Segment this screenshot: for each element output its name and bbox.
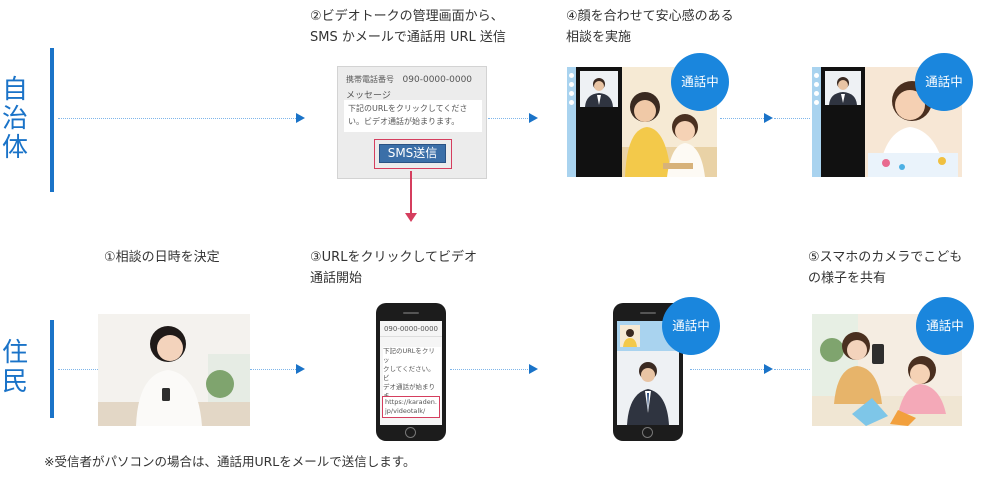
lane-label-municipality: 自治体 xyxy=(2,75,29,163)
connector-bottom-1 xyxy=(250,369,298,370)
phone-number-value: 090-0000-0000 xyxy=(402,75,473,85)
pc-side-dot[interactable] xyxy=(814,82,819,87)
connector-top-2 xyxy=(488,118,532,119)
connector-top-4 xyxy=(774,118,810,119)
smartphone-video-call xyxy=(613,303,683,441)
phone-speaker xyxy=(640,312,656,314)
connector-top-1 xyxy=(58,118,298,119)
pc-sidebar xyxy=(812,67,821,177)
phone-home-button[interactable] xyxy=(642,427,653,438)
connector-arrow-top-1 xyxy=(296,113,305,123)
in-call-badge: 通話中 xyxy=(671,53,729,111)
sms-send-button-highlight: SMS送信 xyxy=(374,139,452,169)
in-call-badge: 通話中 xyxy=(916,297,974,355)
family-sharing-photo xyxy=(812,314,962,426)
pc-side-dot[interactable] xyxy=(569,82,574,87)
in-call-badge: 通話中 xyxy=(662,297,720,355)
footnote: ※受信者がパソコンの場合は、通話用URLをメールで送信します。 xyxy=(44,454,416,469)
pc-side-dot[interactable] xyxy=(814,73,819,78)
message-label: メッセージ xyxy=(346,91,391,101)
sms-admin-panel: 携帯電話番号 090-0000-0000 メッセージ 下記のURLをクリックして… xyxy=(337,66,487,179)
staff-video-feed xyxy=(576,67,622,177)
phone-speaker xyxy=(403,312,419,314)
connector-arrow-top-3 xyxy=(764,113,773,123)
step5-caption: ⑤スマホのカメラでこども の様子を共有 xyxy=(808,250,963,286)
sms-sender-number: 090-0000-0000 xyxy=(380,325,442,337)
connector-bottom-3 xyxy=(690,369,766,370)
connector-bottom-2 xyxy=(450,369,532,370)
pc-video-call-screen-2 xyxy=(812,67,962,177)
message-textarea[interactable]: 下記のURLをクリックしてくださ い。ビデオ通話が始まります。 xyxy=(344,100,482,132)
sms-url-link[interactable]: https://karaden. jp/videotalk/ xyxy=(382,396,440,418)
send-down-arrow-line xyxy=(410,171,412,215)
sms-send-button[interactable]: SMS送信 xyxy=(379,144,446,163)
pc-sidebar xyxy=(567,67,576,177)
pc-side-dot[interactable] xyxy=(569,73,574,78)
in-call-badge: 通話中 xyxy=(915,53,973,111)
step2-caption: ②ビデオトークの管理画面から、 SMS かメールで通話用 URL 送信 xyxy=(310,9,506,45)
pc-camera-panel xyxy=(821,67,865,177)
pc-side-dot[interactable] xyxy=(569,100,574,105)
phone-number-label: 携帯電話番号 xyxy=(346,75,394,84)
connector-top-3 xyxy=(720,118,766,119)
phone-screen: 090-0000-0000 下記のURLをクリッ クしてください。ビ デオ通話が… xyxy=(380,321,442,425)
phone-number-row: 携帯電話番号 090-0000-0000 xyxy=(346,74,472,85)
pc-side-dot[interactable] xyxy=(814,100,819,105)
send-down-arrow-head xyxy=(405,213,417,222)
pc-side-dot[interactable] xyxy=(569,91,574,96)
lane-label-resident: 住民 xyxy=(2,338,29,397)
step4-caption: ④顔を合わせて安心感のある 相談を実施 xyxy=(566,9,734,45)
connector-arrow-top-2 xyxy=(529,113,538,123)
step3-caption: ③URLをクリックしてビデオ 通話開始 xyxy=(310,250,478,286)
connector-bottom-4 xyxy=(774,369,810,370)
connector-arrow-bottom-2 xyxy=(529,364,538,374)
pc-side-dot[interactable] xyxy=(814,91,819,96)
pc-camera-panel xyxy=(576,67,622,177)
step1-caption: ①相談の日時を決定 xyxy=(104,250,220,265)
lane-bar-municipality xyxy=(50,48,54,192)
lane-bar-resident xyxy=(50,320,54,418)
connector-arrow-bottom-1 xyxy=(296,364,305,374)
staff-video-feed xyxy=(821,67,865,177)
connector-arrow-bottom-3 xyxy=(764,364,773,374)
phone-screen xyxy=(617,321,679,425)
connector-bottom-0 xyxy=(58,369,98,370)
phone-home-button[interactable] xyxy=(405,427,416,438)
resident-woman-photo xyxy=(98,314,250,426)
smartphone-sms: 090-0000-0000 下記のURLをクリッ クしてください。ビ デオ通話が… xyxy=(376,303,446,441)
